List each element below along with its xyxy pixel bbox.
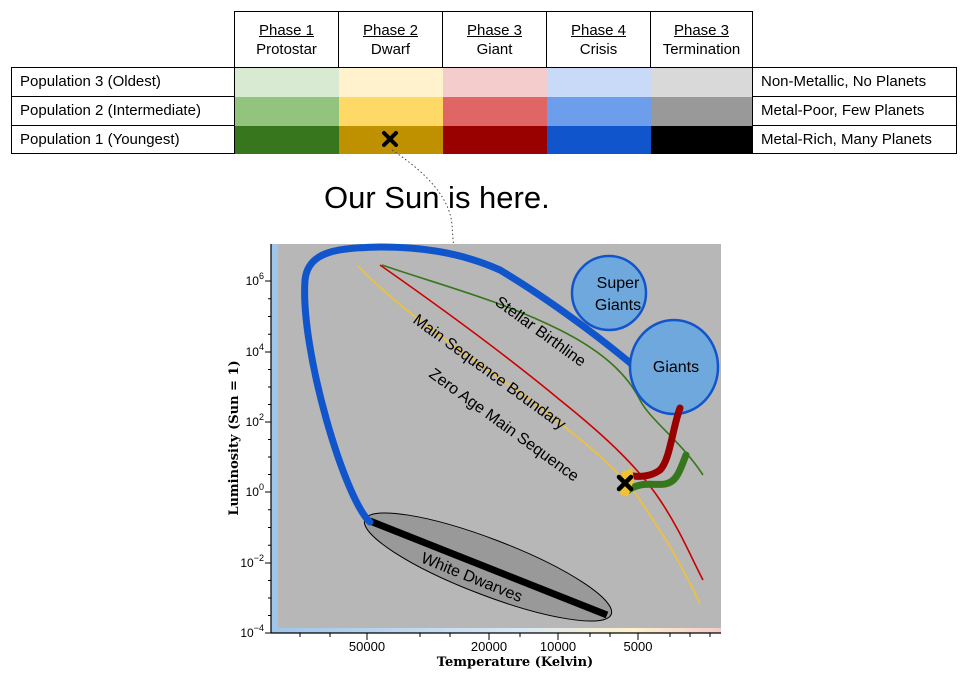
plot-background: [275, 244, 721, 633]
phase-header-4: Phase 4 Crisis: [546, 11, 651, 68]
population-1-label: Population 1 (Youngest): [11, 125, 235, 154]
giants-region: [628, 318, 720, 416]
x-tick-label: 5000: [624, 639, 653, 654]
y-axis-title: Luminosity (Sun = 1): [227, 360, 242, 515]
y-tick-group: 106 104 102 100 10−2 10−4: [240, 271, 271, 640]
giants-label: Giants: [653, 359, 699, 376]
color-swatch: [443, 68, 547, 97]
color-swatch: [235, 126, 339, 154]
phase-name: Termination: [662, 41, 741, 58]
white-dwarf-track: [368, 517, 609, 619]
phase-number: Phase 3: [673, 22, 730, 39]
y-tick-label: 100: [246, 482, 264, 499]
luminosity-color-strip: [271, 244, 278, 633]
phase-name: Crisis: [579, 41, 618, 58]
phase-name: Dwarf: [370, 41, 411, 58]
color-swatch: [547, 97, 651, 126]
zero-age-main-sequence-curve: [357, 265, 701, 605]
phase-number: Phase 1: [258, 22, 315, 39]
color-swatch: [235, 97, 339, 126]
sun-marker-icon: [380, 129, 400, 149]
main-sequence-boundary-label: Main Sequence Boundary: [410, 311, 569, 433]
protostar-track: [301, 243, 684, 526]
super-giants-label-2: Giants: [595, 297, 641, 314]
x-tick-label: 10000: [540, 639, 576, 654]
white-dwarves-region: [363, 512, 613, 622]
color-swatch: [651, 97, 752, 126]
sun-note: Our Sun is here.: [324, 180, 550, 215]
phase-name: Giant: [476, 41, 513, 58]
main-sequence-boundary-curve: [379, 264, 704, 581]
y-tick-label: 104: [246, 342, 264, 359]
phase-number: Phase 3: [466, 22, 523, 39]
y-tick-label: 10−4: [240, 623, 264, 640]
crisis-track: [622, 451, 690, 496]
color-swatch: [547, 126, 651, 154]
x-axis-title: Temperature (Kelvin): [437, 655, 593, 670]
white-dwarves-label: White Dwarves: [419, 550, 525, 606]
color-swatch: [651, 126, 752, 154]
x-tick-label: 50000: [349, 639, 385, 654]
giant-track: [624, 404, 684, 480]
x-tick-group: 50000 20000 10000 5000: [299, 633, 711, 654]
stellar-birthline-label: Stellar Birthline: [492, 293, 589, 370]
sun-main-sequence-patch: [620, 468, 634, 497]
sun-position-icon: [616, 474, 634, 492]
phase-header-2: Phase 2 Dwarf: [338, 11, 443, 68]
phase-number: Phase 2: [362, 22, 419, 39]
zero-age-main-sequence-label: Zero Age Main Sequence: [426, 365, 582, 485]
population-2-label: Population 2 (Intermediate): [11, 96, 235, 126]
color-swatch: [339, 97, 443, 126]
y-tick-label: 102: [246, 412, 264, 429]
phase-header-1: Phase 1 Protostar: [234, 11, 339, 68]
y-tick-label: 106: [246, 271, 264, 288]
population-3-description: Non-Metallic, No Planets: [752, 67, 957, 97]
color-swatch: [443, 97, 547, 126]
super-giants-region: [570, 254, 648, 332]
population-2-description: Metal-Poor, Few Planets: [752, 96, 957, 126]
stellar-birthline-curve: [381, 264, 704, 476]
color-swatch: [339, 68, 443, 97]
phase-header-5: Phase 3 Termination: [650, 11, 753, 68]
color-swatch: [547, 68, 651, 97]
color-swatch: [651, 68, 752, 97]
population-3-label: Population 3 (Oldest): [11, 67, 235, 97]
phase-header-3: Phase 3 Giant: [442, 11, 547, 68]
phase-number: Phase 4: [570, 22, 627, 39]
temperature-color-strip: [275, 628, 721, 633]
super-giants-label-1: Super: [597, 275, 640, 292]
color-swatch: [443, 126, 547, 154]
phase-name: Protostar: [256, 41, 317, 58]
x-tick-label: 20000: [471, 639, 507, 654]
y-tick-label: 10−2: [240, 553, 264, 570]
population-1-description: Metal-Rich, Many Planets: [752, 125, 957, 154]
color-swatch: [235, 68, 339, 97]
